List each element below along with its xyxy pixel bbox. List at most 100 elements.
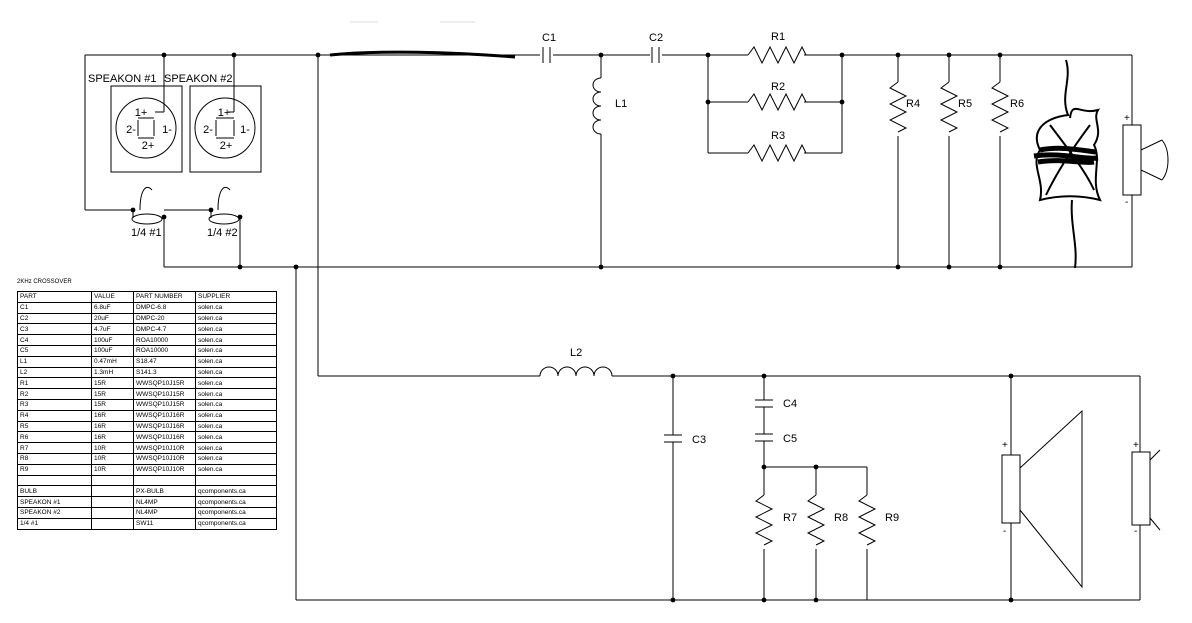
resistor-bank-r1-r3	[707, 46, 843, 162]
bom-cell: PX-BULB	[133, 485, 196, 498]
bom-cell: 10R	[91, 463, 134, 476]
r6-label: R6	[1010, 98, 1024, 110]
c4-label: C4	[783, 398, 797, 410]
bom-cell: DMPC-6.8	[133, 301, 196, 314]
bom-cell: solen.ca	[195, 431, 277, 444]
speakon-1-label: SPEAKON #1	[88, 73, 156, 85]
speakon-2-pin-2minus: 2-	[203, 124, 213, 136]
edge-speaker-minus: -	[1134, 526, 1137, 537]
bom-cell: ROA10000	[133, 344, 196, 357]
scribbled-component	[1033, 59, 1102, 269]
woofer-speaker	[1001, 409, 1083, 589]
r7-label: R7	[783, 512, 797, 524]
bom-cell: qcomponents.ca	[195, 506, 277, 519]
bom-cell: 15R	[91, 377, 134, 390]
bom-cell: WWSQP10J10R	[133, 442, 196, 454]
top-wiring	[84, 54, 1133, 268]
bom-cell: R9	[17, 463, 92, 476]
bom-cell	[91, 474, 134, 487]
table-row	[17, 474, 277, 487]
bom-cell: WWSQP10J16R	[133, 431, 196, 444]
bom-cell: solen.ca	[195, 301, 277, 314]
capacitor-c2	[651, 47, 660, 63]
bom-cell: solen.ca	[195, 420, 277, 433]
bom-cell: SPEAKON #2	[17, 506, 92, 519]
l1-label: L1	[615, 98, 627, 110]
bom-cell: R5	[17, 420, 92, 433]
l2-label: L2	[570, 347, 582, 359]
jack-1-symbol	[131, 213, 163, 225]
bom-cell: 10R	[91, 452, 134, 465]
bom-cell	[91, 496, 134, 508]
bom-cell: 6.8uF	[91, 301, 134, 314]
bom-cell: solen.ca	[195, 334, 277, 346]
bom-cell: qcomponents.ca	[195, 517, 277, 530]
bom-cell	[91, 506, 134, 519]
bom-cell: C2	[17, 312, 92, 325]
r1-label: R1	[771, 31, 785, 43]
bom-cell: WWSQP10J15R	[133, 377, 196, 390]
bom-cell: 1/4 #1	[17, 517, 92, 530]
bom-cell: solen.ca	[195, 409, 277, 422]
bom-cell	[195, 474, 277, 487]
bom-cell: DMPC-20	[133, 312, 196, 325]
woofer-minus: -	[1003, 526, 1006, 537]
bom-cell: solen.ca	[195, 398, 277, 411]
bom-cell: WWSQP10J15R	[133, 398, 196, 411]
bom-cell: R7	[17, 442, 92, 454]
bom-cell: C4	[17, 334, 92, 346]
r5-label: R5	[958, 98, 972, 110]
bom-cell: WWSQP10J10R	[133, 452, 196, 465]
bom-cell: S141.3	[133, 366, 196, 379]
bom-cell: WWSQP10J16R	[133, 409, 196, 422]
bom-cell: ROA10000	[133, 334, 196, 346]
bom-cell: R8	[17, 452, 92, 465]
bom-cell: solen.ca	[195, 463, 277, 476]
bom-cell: qcomponents.ca	[195, 485, 277, 498]
resistor-bank-r7-r9	[755, 494, 876, 546]
bom-cell: C5	[17, 344, 92, 357]
bom-cell: 16R	[91, 420, 134, 433]
r2-label: R2	[771, 81, 785, 93]
bom-cell: solen.ca	[195, 344, 277, 357]
tweeter-speaker	[1122, 118, 1169, 203]
capacitor-c3	[664, 434, 682, 443]
bom-cell: solen.ca	[195, 355, 277, 368]
r3-label: R3	[771, 130, 785, 142]
c2-label: C2	[649, 32, 663, 44]
jack-2-symbol	[208, 213, 240, 225]
bom-cell: L2	[17, 366, 92, 379]
jack-1-label: 1/4 #1	[131, 227, 162, 239]
bom-cell: SPEAKON #1	[17, 496, 92, 508]
bom-cell: 100uF	[91, 344, 134, 357]
bom-cell: solen.ca	[195, 452, 277, 465]
speakon-1: 1+ 2- 1- 2+	[110, 85, 183, 173]
bom-cell: C3	[17, 323, 92, 336]
bom-cell: solen.ca	[195, 377, 277, 390]
bom-cell: 16R	[91, 409, 134, 422]
junction-dots	[130, 52, 1014, 603]
bom-cell: solen.ca	[195, 323, 277, 336]
bom-cell: SW11	[133, 517, 196, 530]
bom-cell: R1	[17, 377, 92, 390]
capacitor-c5	[755, 433, 773, 442]
inductor-l1	[592, 55, 602, 267]
bom-cell: 16R	[91, 431, 134, 444]
bom-cell: NL4MP	[133, 506, 196, 519]
c3-label: C3	[692, 434, 706, 446]
jack-2-label: 1/4 #2	[207, 227, 238, 239]
bom-cell: R4	[17, 409, 92, 422]
